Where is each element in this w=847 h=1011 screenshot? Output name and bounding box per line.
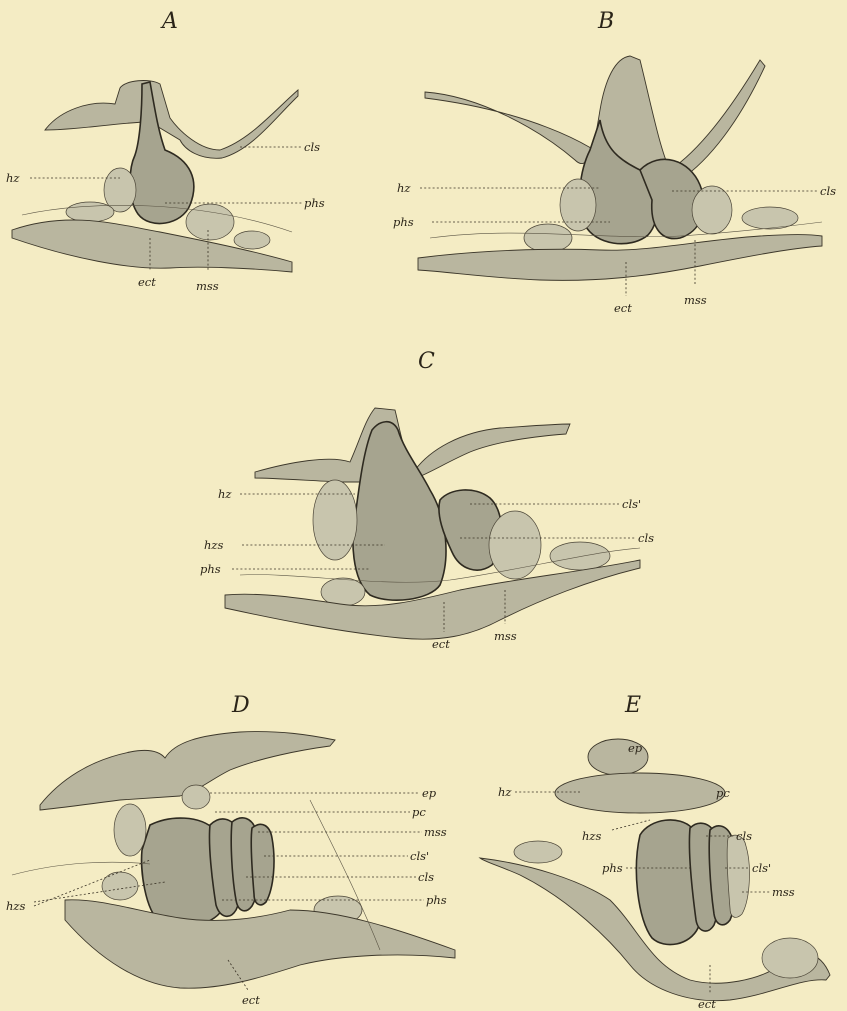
panel-b-side-mass [692, 186, 732, 234]
panel-e-label-phs: phs [602, 861, 623, 875]
panel-letter-a: A [160, 9, 178, 34]
panel-e-vesicle-left [514, 841, 562, 863]
panel-d-ep-body [182, 785, 210, 809]
panel-d-hz-mass [114, 804, 146, 856]
panel-c-label-phs: phs [200, 562, 221, 576]
panel-e-label-ep: ep [628, 741, 643, 755]
panel-c: C hz cls' hzs cls phs ect mss [200, 349, 654, 651]
panel-b: B hz cls phs ect mss [393, 9, 836, 315]
panel-e-label-pc: pc [716, 786, 730, 800]
panel-c-label-cls: cls [638, 531, 654, 545]
panel-e-label-hz: hz [498, 785, 512, 799]
panel-c-hz-mass [313, 480, 357, 560]
panel-a-label-hz: hz [6, 171, 20, 185]
panel-c-label-cls2: cls' [622, 497, 641, 511]
panel-d-label-phs: phs [426, 893, 447, 907]
panel-d-label-cls: cls [418, 870, 434, 884]
panel-d-label-ect: ect [242, 993, 260, 1007]
panel-e-label-cls: cls [736, 829, 752, 843]
panel-letter-b: B [597, 9, 614, 34]
panel-b-label-phs: phs [393, 215, 414, 229]
panel-d-vesicle-left [102, 872, 138, 900]
panel-e-label-hzs: hzs [582, 829, 601, 843]
panel-letter-c: C [418, 349, 435, 374]
panel-d-label-cls2: cls' [410, 849, 429, 863]
panel-c-stalk [353, 422, 446, 600]
panel-b-label-mss: mss [684, 293, 707, 307]
panel-e-pc-body [555, 773, 725, 813]
panel-b-label-cls: cls [820, 184, 836, 198]
panel-b-label-hz: hz [397, 181, 411, 195]
panel-a-label-phs: phs [304, 196, 325, 210]
panel-a-vesicle-left [66, 202, 114, 222]
panel-letter-e: E [624, 693, 641, 718]
panel-a: A cls hz phs ect mss [6, 9, 325, 293]
panel-d-label-hzs: hzs [6, 899, 25, 913]
panel-b-label-ect: ect [614, 301, 632, 315]
panel-e: E hz ep pc hzs cls phs cls' mss ect [480, 693, 830, 1011]
panel-a-label-mss: mss [196, 279, 219, 293]
panel-a-upper-tissue [45, 81, 298, 159]
panel-a-vesicle-right [234, 231, 270, 249]
panel-letter-d: D [231, 693, 250, 718]
panel-c-label-hz: hz [218, 487, 232, 501]
panel-e-fold-3 [727, 835, 749, 917]
panel-e-label-mss: mss [772, 885, 795, 899]
panel-e-label-ect: ect [698, 997, 716, 1011]
panel-a-label-cls: cls [304, 140, 320, 154]
panel-c-vesicle-right [550, 542, 610, 570]
panel-d-label-pc: pc [412, 805, 426, 819]
panel-d-floor [65, 900, 455, 988]
panel-b-hz-mass [560, 179, 596, 231]
panel-d-fold-3 [251, 824, 274, 904]
panel-a-label-ect: ect [138, 275, 156, 289]
panel-c-label-hzs: hzs [204, 538, 223, 552]
panel-d: D ep pc mss cls' cls phs hzs ect [6, 693, 455, 1007]
panel-e-end-bulb [762, 938, 818, 978]
panel-b-vesicle-left [524, 224, 572, 252]
panel-c-label-mss: mss [494, 629, 517, 643]
panel-e-label-cls2: cls' [752, 861, 771, 875]
panel-d-label-mss: mss [424, 825, 447, 839]
panel-c-label-ect: ect [432, 637, 450, 651]
panel-d-label-ep: ep [422, 786, 437, 800]
